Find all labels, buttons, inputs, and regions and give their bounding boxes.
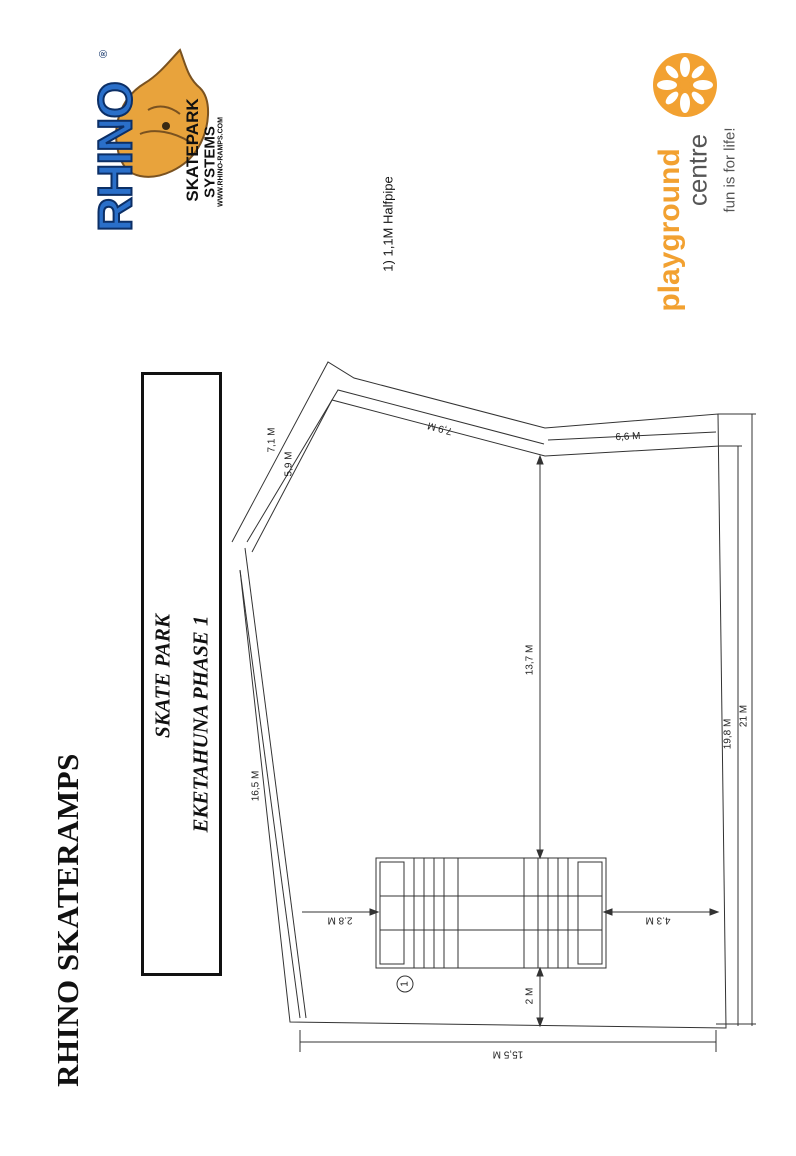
rhino-logo: RHINO ® SKATEPARK SYSTEMS WWW.RHINO-RAMP… <box>42 42 232 233</box>
halfpipe-ramp <box>375 857 607 969</box>
dim-5-9: 5,9 M <box>283 451 295 477</box>
dim-7-1: 7,1 M <box>266 427 278 453</box>
dim-4-3: 4.3 M <box>645 914 671 926</box>
dim-13-7: 13,7 M <box>524 644 536 676</box>
item-marker-label: 1 <box>399 981 411 987</box>
dim-2-8: 2.8 M <box>327 914 353 926</box>
item-marker-circle <box>396 975 414 993</box>
inner-boundary <box>251 399 721 553</box>
sun-flower-icon <box>653 53 717 117</box>
title-box <box>141 372 222 976</box>
dim-6-6: 6,6 M <box>615 430 641 444</box>
playground-centre-logo: playground centre fun is for life! <box>640 50 760 312</box>
dim-19-8: 19,8 M <box>722 718 734 750</box>
outer-boundary <box>231 361 727 1029</box>
rhino-head-icon <box>115 48 210 178</box>
dim-15-5: 15,5 M <box>492 1048 524 1060</box>
dim-16-5: 16,5 M <box>250 770 262 802</box>
dim-21: 21 M <box>738 704 750 728</box>
dim-2: 2 M <box>524 987 536 1005</box>
